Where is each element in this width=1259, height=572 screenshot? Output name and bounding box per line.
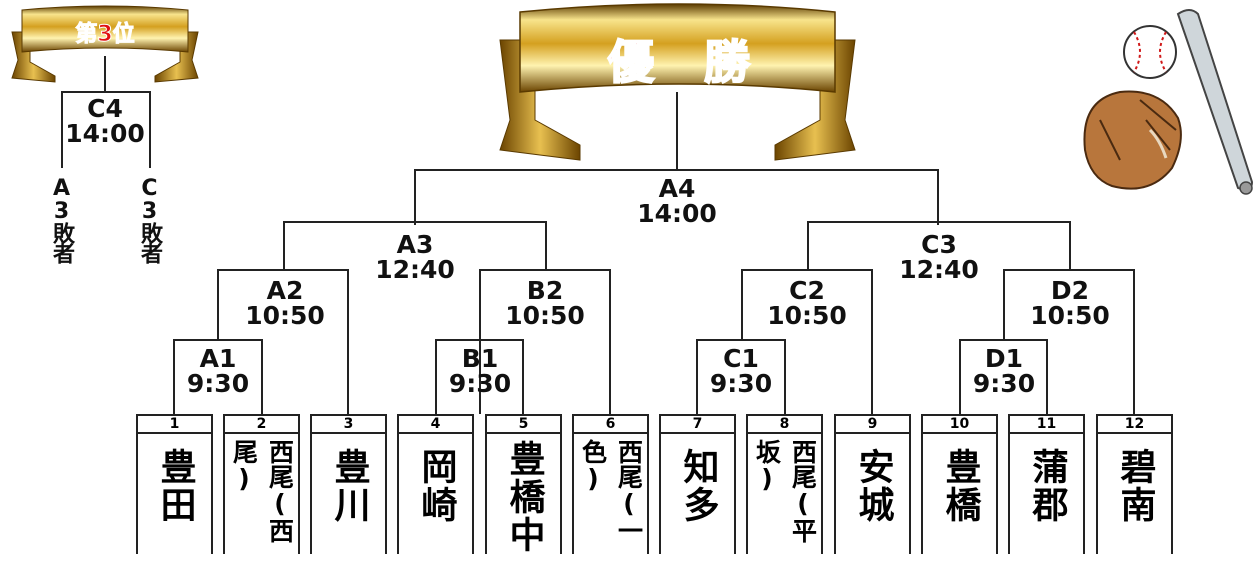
third-place-title: 第3位 <box>75 22 135 48</box>
match-code: A1 <box>199 344 237 373</box>
team-number: 6 <box>574 416 647 434</box>
team-number: 7 <box>661 416 734 434</box>
team-box-3: 3 豊川 <box>310 414 387 554</box>
match-time: 10:50 <box>767 301 847 330</box>
team-name: 岡崎 <box>415 448 457 524</box>
team-number: 8 <box>748 416 821 434</box>
match-code: C2 <box>789 276 825 305</box>
team-name: 豊橋中 <box>503 440 545 554</box>
team-box-9: 9 安城 <box>834 414 911 554</box>
bat-icon <box>1176 9 1254 195</box>
main-bracket-lines <box>173 92 1135 414</box>
match-label-B2: B2 10:50 <box>495 278 595 328</box>
team-number: 2 <box>225 416 298 434</box>
champion-title: 優 勝 <box>607 34 752 90</box>
match-label-C4: C4 14:00 <box>65 96 145 146</box>
match-code: B2 <box>526 276 564 305</box>
team-box-1: 1 豊田 <box>136 414 213 554</box>
team-number: 11 <box>1010 416 1083 434</box>
team-box-4: 4 岡崎 <box>397 414 474 554</box>
match-time: 10:50 <box>505 301 585 330</box>
team-box-8: 8 西尾(平坂) <box>746 414 823 554</box>
team-box-6: 6 西尾(一色) <box>572 414 649 554</box>
match-label-A3: A3 12:40 <box>365 232 465 282</box>
third-place-banner <box>11 5 199 83</box>
champion-banner <box>499 3 856 161</box>
match-label-B1: B1 9:30 <box>440 346 520 396</box>
tournament-bracket: 優 勝 第3位 C4 14:00 A4 14:00 A3 12:40 C3 12… <box>11 3 1254 554</box>
match-label-A1: A1 9:30 <box>178 346 258 396</box>
team-number: 1 <box>138 416 211 434</box>
team-name: 安城 <box>852 448 894 524</box>
glove-icon <box>1083 90 1182 190</box>
match-time: 9:30 <box>709 369 773 398</box>
match-code: A3 <box>396 230 434 259</box>
team-number: 10 <box>923 416 996 434</box>
third-place-entrant-c3: C3敗者 <box>137 176 162 262</box>
baseball-icon <box>1123 25 1177 79</box>
match-code: D2 <box>1050 276 1090 305</box>
team-box-12: 12 碧南 <box>1096 414 1173 554</box>
third-place-lines <box>61 56 151 168</box>
team-name: 豊田 <box>154 448 196 524</box>
match-label-A4: A4 14:00 <box>627 176 727 226</box>
team-number: 4 <box>399 416 472 434</box>
match-label-D2: D2 10:50 <box>1020 278 1120 328</box>
third-place-entrant-a3: A3敗者 <box>49 176 74 262</box>
team-name: 蒲郡 <box>1026 448 1068 524</box>
match-code: B1 <box>461 344 499 373</box>
team-name: 碧南 <box>1114 448 1156 524</box>
match-code: A2 <box>266 276 304 305</box>
team-box-11: 11 蒲郡 <box>1008 414 1085 554</box>
match-code: C1 <box>723 344 759 373</box>
team-number: 9 <box>836 416 909 434</box>
match-label-D1: D1 9:30 <box>964 346 1044 396</box>
match-label-C2: C2 10:50 <box>757 278 857 328</box>
match-time: 9:30 <box>972 369 1036 398</box>
match-time: 10:50 <box>1030 301 1110 330</box>
bracket-lines <box>11 3 1254 414</box>
match-time: 9:30 <box>186 369 250 398</box>
match-label-A2: A2 10:50 <box>235 278 335 328</box>
team-name: 豊川 <box>328 448 370 524</box>
match-label-C3: C3 12:40 <box>889 232 989 282</box>
team-name: 豊橋 <box>939 448 981 524</box>
team-box-5: 5 豊橋中 <box>485 414 562 554</box>
team-name: 西尾(西尾) <box>229 439 295 543</box>
team-name: 西尾(一色) <box>578 439 644 543</box>
team-number: 5 <box>487 416 560 434</box>
team-box-7: 7 知多 <box>659 414 736 554</box>
match-code: C3 <box>921 230 957 259</box>
match-code: A4 <box>658 174 696 203</box>
team-number: 12 <box>1098 416 1171 434</box>
match-code: D1 <box>984 344 1024 373</box>
match-time: 14:00 <box>637 199 717 228</box>
match-time: 9:30 <box>448 369 512 398</box>
team-name: 知多 <box>677 448 719 524</box>
match-time: 10:50 <box>245 301 325 330</box>
match-code: C4 <box>87 94 123 123</box>
match-time: 12:40 <box>375 255 455 284</box>
match-label-C1: C1 9:30 <box>701 346 781 396</box>
match-time: 12:40 <box>899 255 979 284</box>
team-box-10: 10 豊橋 <box>921 414 998 554</box>
team-number: 3 <box>312 416 385 434</box>
team-box-2: 2 西尾(西尾) <box>223 414 300 554</box>
team-name: 西尾(平坂) <box>752 439 818 543</box>
match-time: 14:00 <box>65 119 145 148</box>
